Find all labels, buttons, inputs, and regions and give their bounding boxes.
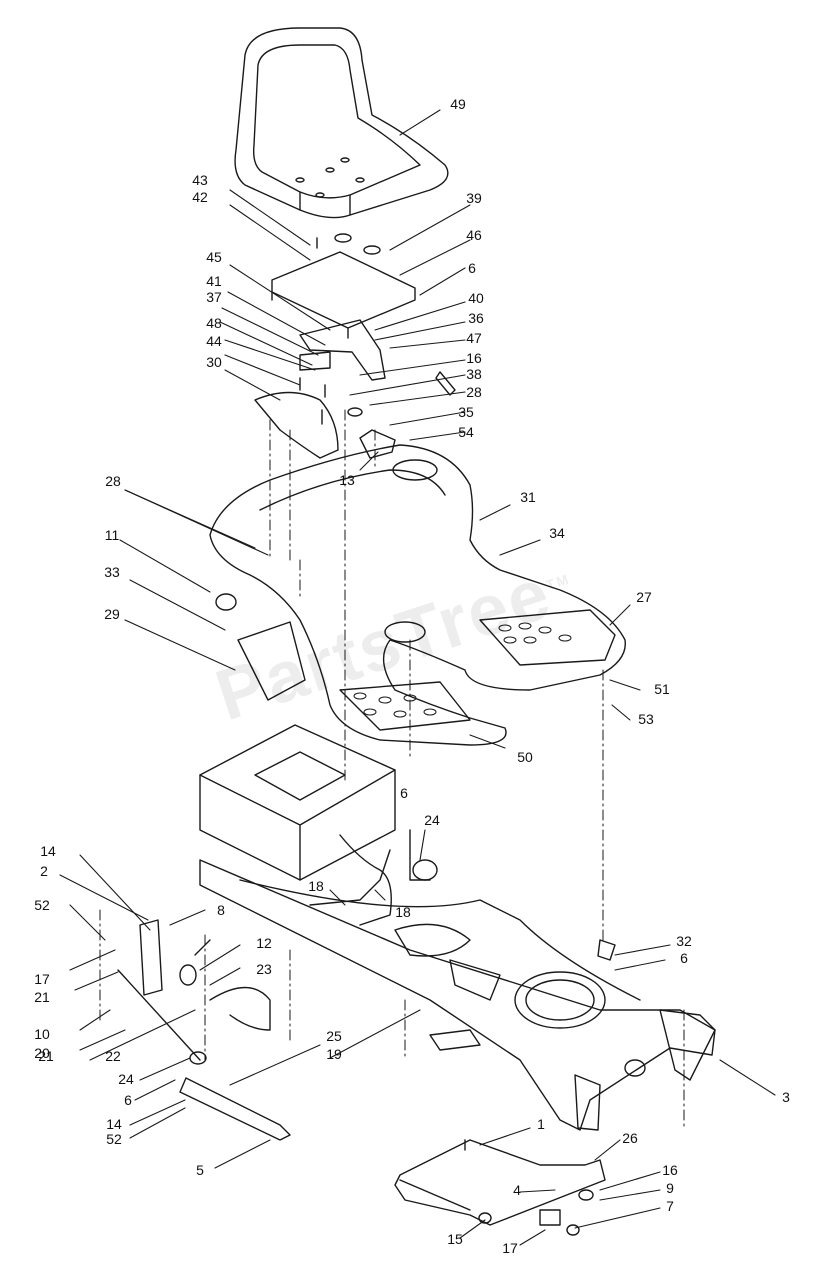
- callout-20: 20: [34, 1045, 50, 1061]
- callout-24: 24: [424, 812, 440, 828]
- callout-31: 31: [520, 489, 536, 505]
- callout-leader-lines: [59, 109, 776, 1246]
- callout-30: 30: [206, 354, 222, 370]
- callout-54: 54: [458, 424, 474, 440]
- callout-39: 39: [466, 190, 482, 206]
- callout-26: 26: [622, 1130, 638, 1146]
- callout-6: 6: [468, 260, 476, 276]
- fender-body-drawing: [209, 391, 626, 746]
- callout-18: 18: [395, 904, 411, 920]
- callout-6: 6: [124, 1092, 132, 1108]
- callout-19: 19: [326, 1046, 342, 1062]
- callout-49: 49: [450, 96, 466, 112]
- callout-17: 17: [34, 971, 50, 987]
- callout-21: 21: [38, 1048, 54, 1064]
- callout-34: 34: [549, 525, 565, 541]
- callout-25: 25: [326, 1028, 342, 1044]
- callout-4: 4: [513, 1182, 521, 1198]
- callout-22: 22: [105, 1048, 121, 1064]
- callout-48: 48: [206, 315, 222, 331]
- callout-43: 43: [192, 172, 208, 188]
- callout-8: 8: [217, 902, 225, 918]
- callout-36: 36: [468, 310, 484, 326]
- callout-27: 27: [636, 589, 652, 605]
- callout-6: 6: [680, 950, 688, 966]
- callout-32: 32: [676, 933, 692, 949]
- callout-50: 50: [517, 749, 533, 765]
- callout-2: 2: [40, 863, 48, 879]
- seat-drawing: [234, 27, 449, 219]
- callout-41: 41: [206, 273, 222, 289]
- callout-52: 52: [106, 1131, 122, 1147]
- frame-chassis-drawing: [199, 724, 716, 1131]
- callout-47: 47: [466, 330, 482, 346]
- callout-14: 14: [106, 1116, 122, 1132]
- callout-44: 44: [206, 333, 222, 349]
- callout-17: 17: [502, 1240, 518, 1256]
- callout-46: 46: [466, 227, 482, 243]
- callout-42: 42: [192, 189, 208, 205]
- assembly-guide-lines: [99, 409, 685, 1131]
- callout-33: 33: [104, 564, 120, 580]
- callout-16: 16: [466, 350, 482, 366]
- callout-28: 28: [105, 473, 121, 489]
- callout-38: 38: [466, 366, 482, 382]
- callout-7: 7: [666, 1198, 674, 1214]
- callout-13: 13: [339, 472, 355, 488]
- callout-6: 6: [400, 785, 408, 801]
- callout-40: 40: [468, 290, 484, 306]
- pedal-linkage-drawing: [117, 919, 616, 1236]
- callout-52: 52: [34, 897, 50, 913]
- callout-21: 21: [34, 989, 50, 1005]
- callout-12: 12: [256, 935, 272, 951]
- callout-51: 51: [654, 681, 670, 697]
- callout-28: 28: [466, 384, 482, 400]
- callout-18: 18: [308, 878, 324, 894]
- callout-3: 3: [782, 1089, 790, 1105]
- callout-15: 15: [447, 1231, 463, 1247]
- callout-35: 35: [458, 404, 474, 420]
- callout-37: 37: [206, 289, 222, 305]
- callout-5: 5: [196, 1162, 204, 1178]
- callout-1: 1: [537, 1116, 545, 1132]
- callout-14: 14: [40, 843, 56, 859]
- callout-10: 10: [34, 1026, 50, 1042]
- callout-45: 45: [206, 249, 222, 265]
- callout-16: 16: [662, 1162, 678, 1178]
- callout-53: 53: [638, 711, 654, 727]
- callout-9: 9: [666, 1180, 674, 1196]
- callout-23: 23: [256, 961, 272, 977]
- callout-24: 24: [118, 1071, 134, 1087]
- callout-11: 11: [104, 527, 120, 543]
- callout-29: 29: [104, 606, 120, 622]
